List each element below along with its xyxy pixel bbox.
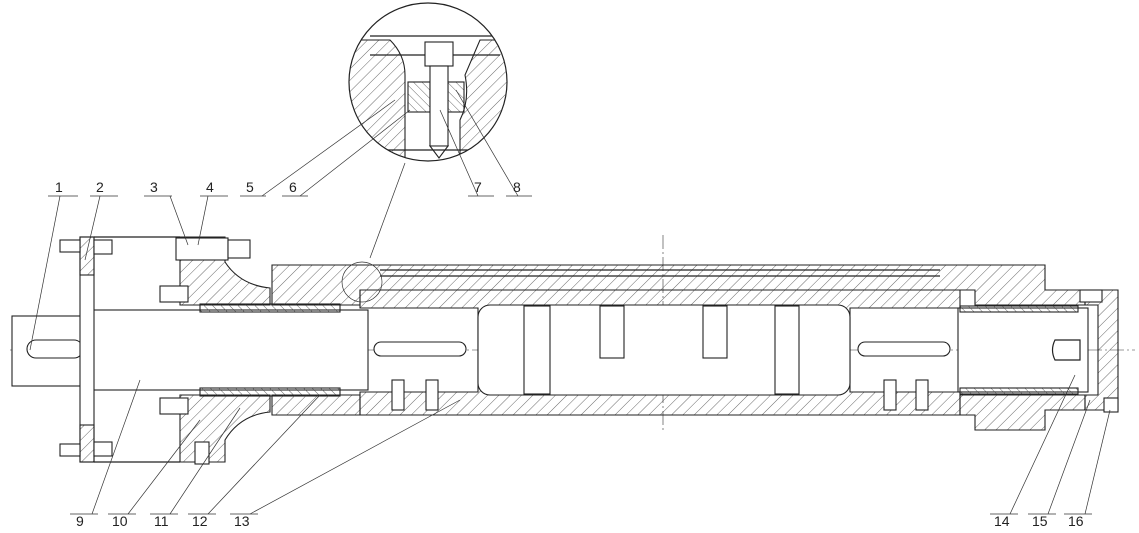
callout-5: 5: [246, 179, 254, 195]
callout-2: 2: [96, 179, 104, 195]
callout-15: 15: [1032, 513, 1048, 529]
bearing-housing: [159, 236, 341, 465]
right-end-cap: [957, 289, 1119, 413]
callout-4: 4: [206, 179, 214, 195]
callout-14: 14: [994, 513, 1010, 529]
callout-6: 6: [289, 179, 297, 195]
callout-3: 3: [150, 179, 158, 195]
callout-13: 13: [234, 513, 250, 529]
detail-view: [341, 2, 508, 303]
callout-1: 1: [55, 179, 63, 195]
callouts: 1 2 3 4 5 6 7 8 9 10 11 12 13 14 15 16: [48, 179, 1092, 529]
shaft: [11, 309, 369, 391]
callout-9: 9: [76, 513, 84, 529]
flange-plate: [59, 236, 180, 463]
callout-7: 7: [474, 179, 482, 195]
callout-12: 12: [192, 513, 208, 529]
callout-11: 11: [154, 513, 169, 529]
detail-leader: [369, 162, 406, 259]
leader-lines: [29, 89, 1111, 515]
callout-10: 10: [112, 513, 128, 529]
callout-8: 8: [513, 179, 521, 195]
callout-16: 16: [1068, 513, 1084, 529]
